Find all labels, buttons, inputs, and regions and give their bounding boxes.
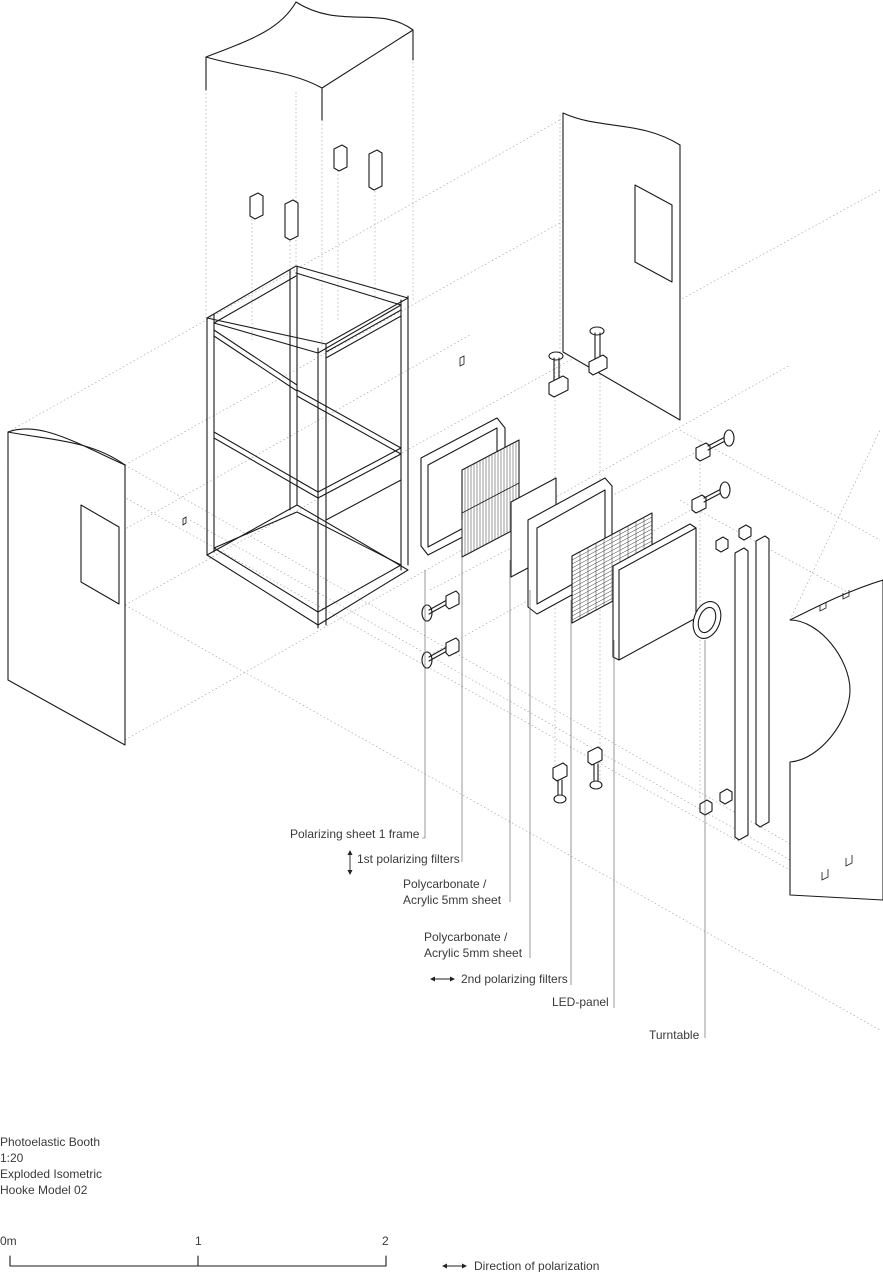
vertical-polarization-arrow	[347, 850, 353, 875]
booth-frame	[206, 265, 409, 629]
label-first-polarizing-filters: 1st polarizing filters	[357, 852, 460, 866]
right-front-wall-panel	[789, 579, 883, 901]
scale-bar: 0m 1 2	[0, 1234, 389, 1267]
right-back-wall-panel	[459, 112, 681, 421]
bolt	[588, 326, 608, 376]
label-polycarbonate-2-line2: Acrylic 5mm sheet	[424, 946, 523, 960]
bolt	[691, 481, 731, 514]
title-line-1: Photoelastic Booth	[0, 1135, 100, 1149]
bolt	[695, 429, 735, 462]
bolt	[548, 351, 569, 398]
scale-tick-1: 1	[195, 1234, 202, 1248]
fixing-bolts	[421, 326, 735, 804]
component-labels: Polarizing sheet 1 frame 1st polarizing …	[290, 827, 700, 1042]
title-block: Photoelastic Booth 1:20 Exploded Isometr…	[0, 1135, 102, 1197]
ceiling-panel	[205, 1, 414, 121]
legend-direction-label: Direction of polarization	[474, 1259, 599, 1272]
title-line-3: Exploded Isometric	[0, 1167, 102, 1181]
first-polarizing-filters	[461, 439, 520, 558]
horizontal-polarization-arrow	[430, 976, 455, 982]
label-second-polarizing-filters: 2nd polarizing filters	[461, 972, 568, 986]
label-led-panel: LED-panel	[552, 995, 609, 1009]
title-line-4: Hooke Model 02	[0, 1183, 88, 1197]
label-polycarbonate-2-line1: Polycarbonate /	[424, 930, 508, 944]
scale-tick-2: 2	[382, 1234, 389, 1248]
legend: Direction of polarization	[442, 1259, 599, 1272]
right-vertical-posts	[699, 524, 770, 841]
upper-connector-blocks	[249, 144, 383, 241]
bolt	[421, 637, 460, 669]
label-polarizing-sheet-frame: Polarizing sheet 1 frame	[290, 827, 420, 841]
label-polycarbonate-1-line1: Polycarbonate /	[403, 877, 487, 891]
label-turntable: Turntable	[649, 1028, 700, 1042]
bolt	[421, 590, 460, 622]
leader-lines	[422, 520, 706, 1038]
scale-tick-0: 0m	[0, 1234, 17, 1248]
label-polycarbonate-1-line2: Acrylic 5mm sheet	[403, 893, 502, 907]
bolt	[552, 762, 568, 804]
left-wall-panel	[7, 428, 187, 746]
title-line-2: 1:20	[0, 1151, 24, 1165]
legend-arrow-icon	[442, 1263, 467, 1269]
bolt	[587, 746, 603, 790]
turntable	[692, 601, 722, 639]
